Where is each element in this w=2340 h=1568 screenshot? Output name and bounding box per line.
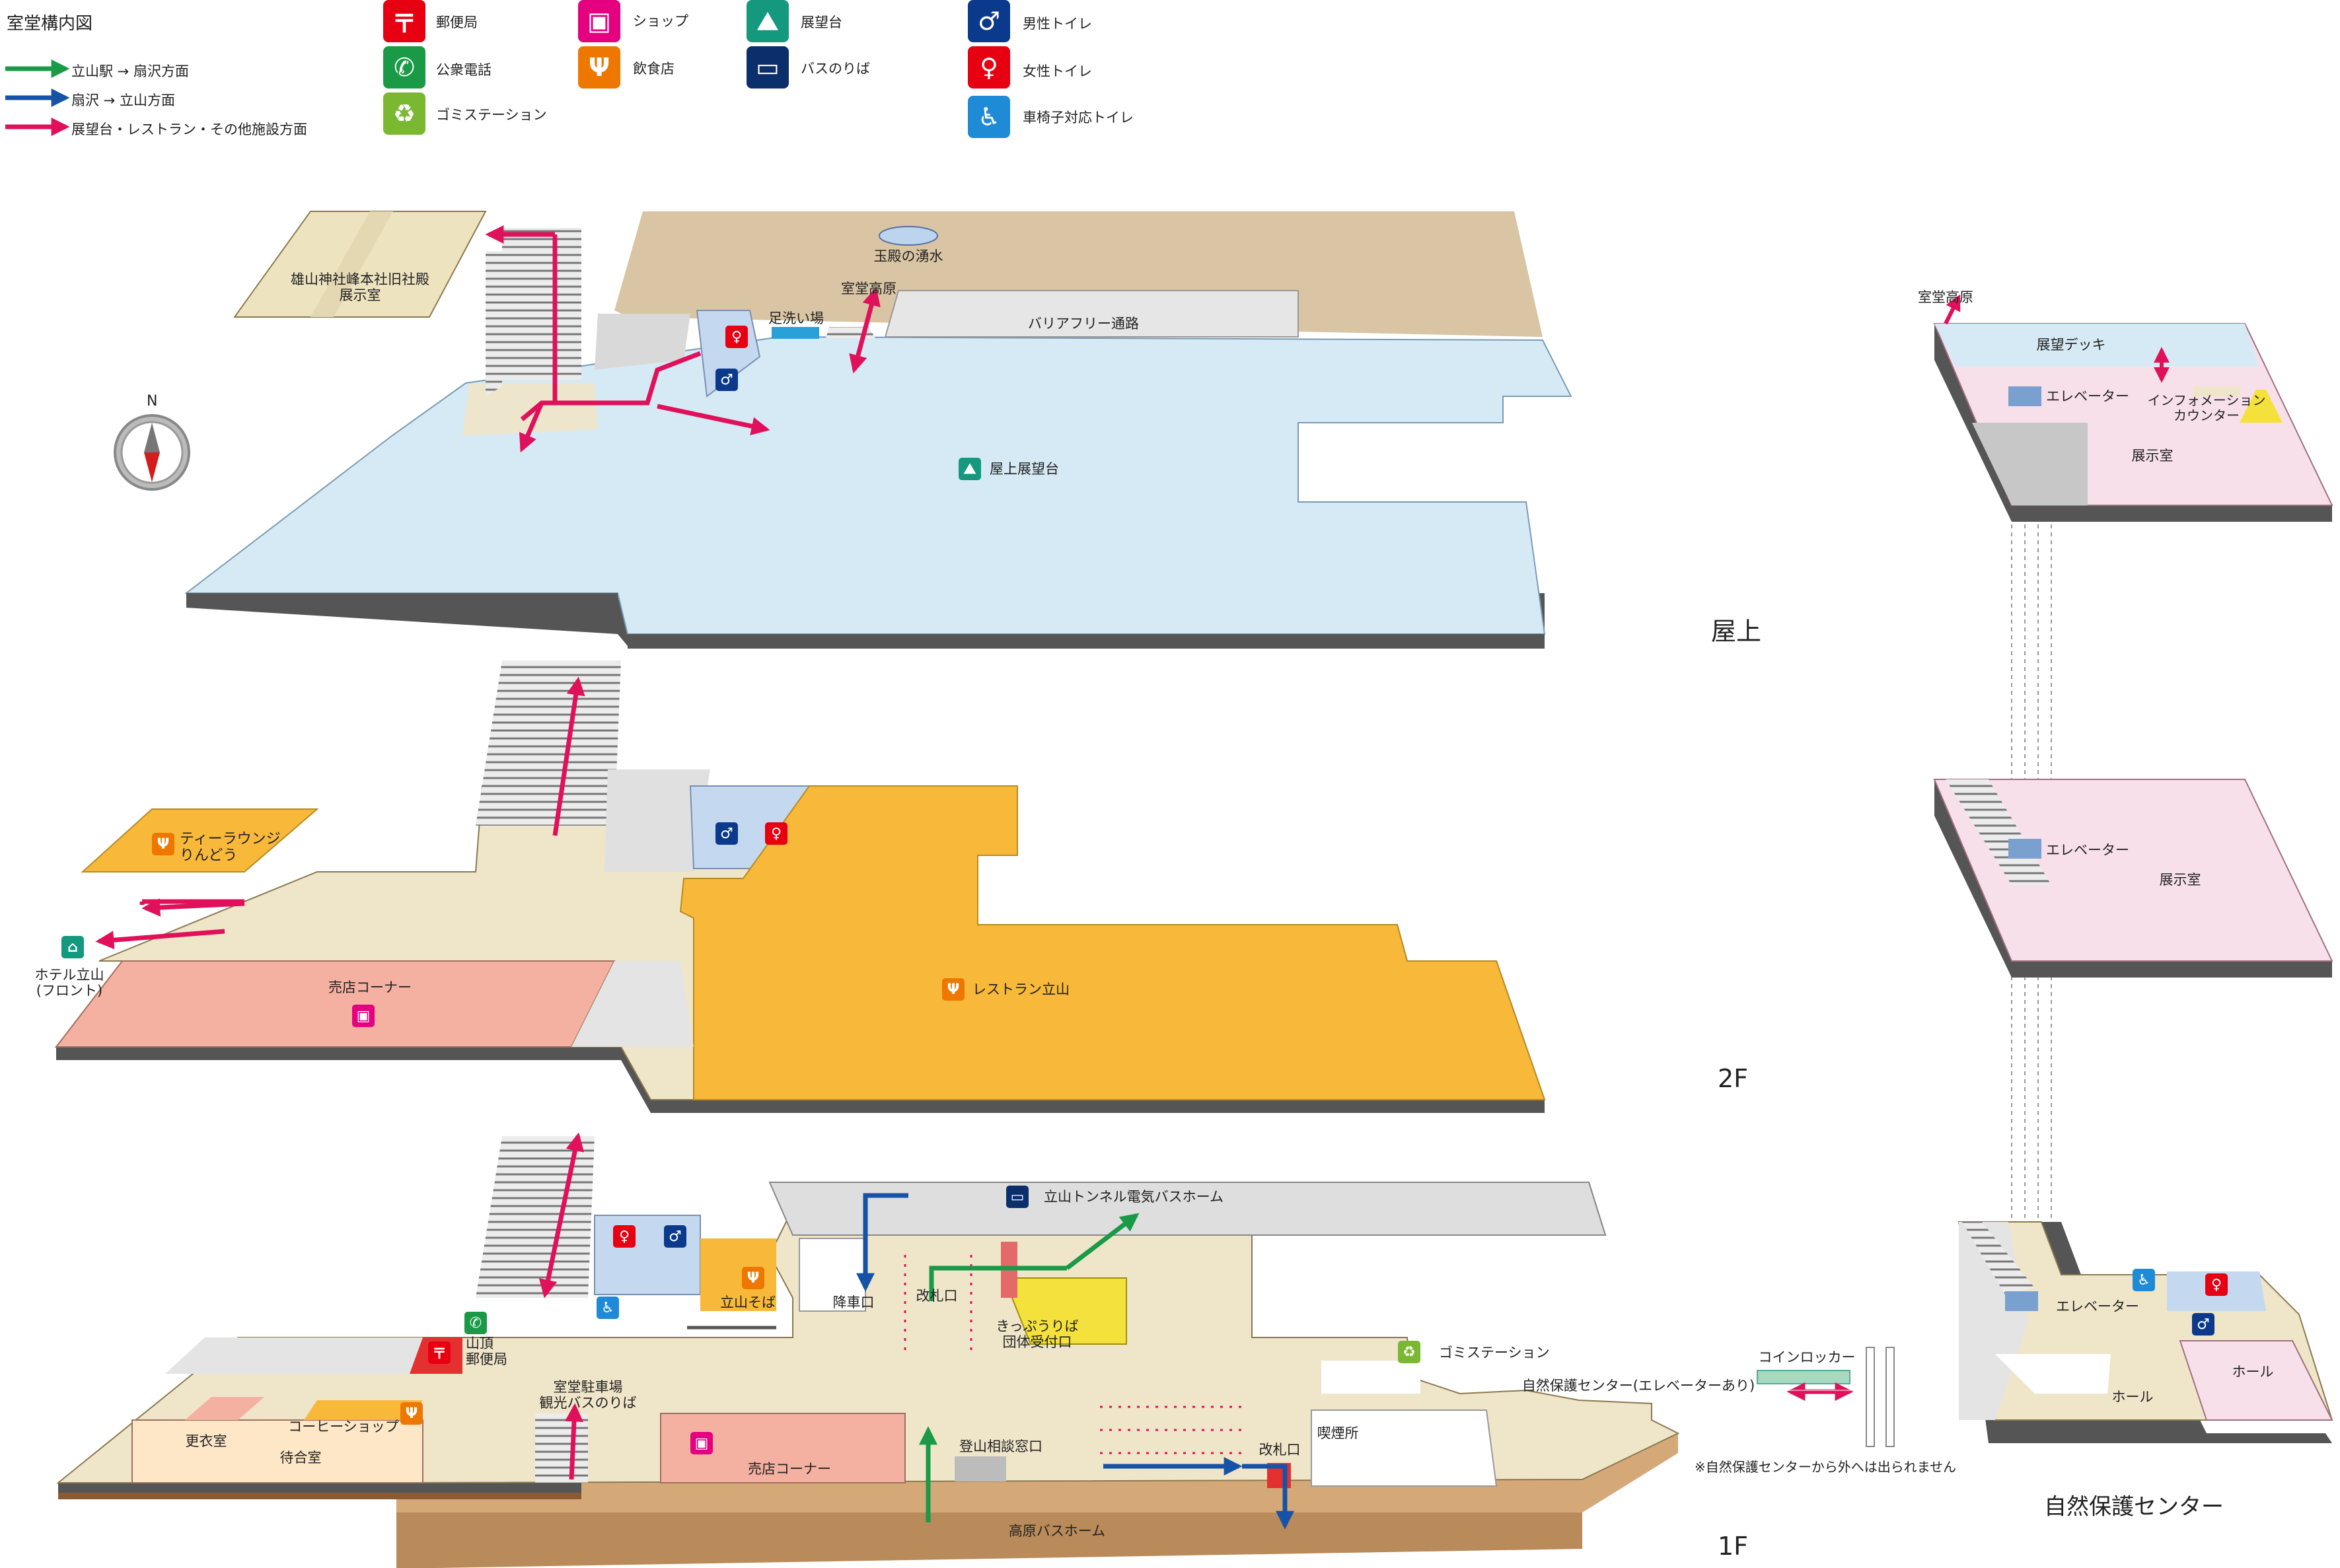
ticket-gate-2-label: 改札口 (1259, 1441, 1301, 1458)
legend-shop: ショップ (633, 13, 688, 29)
shrine-exhibit-label: 雄山神社峰本社旧社殿 展示室 (291, 271, 429, 303)
legend-phone: 公衆電話 (436, 62, 492, 78)
male-toilet-icon: ♂ (715, 822, 738, 845)
spring-label: 玉殿の湧水 (873, 248, 943, 264)
climbing-desk-label: 登山相談窓口 (959, 1438, 1042, 1454)
parking-bus-stop-label: 室堂駐車場 観光バスのりば (539, 1378, 637, 1411)
legend-route-green: 立山駅 → 扇沢方面 (71, 63, 189, 79)
post-office-icon: 〒 (428, 1341, 451, 1364)
dropoff-label: 降車口 (832, 1294, 875, 1310)
tea-lounge-label: ティーラウンジ りんどう (180, 831, 281, 865)
male-toilet-icon: ♂ (2192, 1313, 2214, 1336)
footwash-label: 足洗い場 (768, 310, 824, 326)
rooftop-floor-label: 屋上 (1711, 617, 1762, 646)
coffee-shop-label: コーヒーショップ (288, 1418, 399, 1435)
floor-1f-label: 1F (1718, 1532, 1749, 1561)
trash-icon: ♻ (383, 92, 425, 135)
smoking-area-label: 喫煙所 (1317, 1425, 1359, 1441)
ticket-gate-1-label: 改札口 (916, 1287, 958, 1304)
wheelchair-toilet-icon: ♿ (597, 1297, 619, 1319)
female-toilet-icon: ♀ (968, 46, 1010, 89)
post-office-icon: 〒 (383, 0, 425, 42)
bus-icon: ▭ (1006, 1186, 1029, 1208)
barrier-free-label: バリアフリー通路 (1028, 315, 1139, 332)
nature-center-title: 自然保護センター (2044, 1493, 2224, 1520)
restaurant-tateyama-label: レストラン立山 (972, 981, 1070, 997)
shop-corner-1f-label: 売店コーナー (748, 1460, 831, 1477)
rooftop-floor (184, 211, 1572, 649)
nc-mid-elevator-label: エレベーター (2046, 841, 2129, 858)
nc-top-elevator-label: エレベーター (2046, 388, 2129, 404)
compass-north-label: N (147, 393, 158, 410)
male-toilet-icon: ♂ (715, 369, 738, 391)
legend-male-toilet: 男性トイレ (1023, 16, 1092, 32)
hotel-icon: ⌂ (61, 936, 84, 958)
wheelchair-toilet-icon: ♿ (2133, 1269, 2155, 1291)
restaurant-icon: Ψ (152, 833, 174, 855)
waiting-room-label: 待合室 (279, 1449, 322, 1466)
nc-low-elevator-label: エレベーター (2056, 1298, 2139, 1314)
legend-bus: バスのりば (801, 61, 870, 77)
restaurant-icon: Ψ (400, 1402, 423, 1425)
plateau-label: 室堂高原 (841, 280, 896, 297)
nature-center-exit-note: ※自然保護センターから外へは出られません (1695, 1459, 1957, 1475)
male-toilet-icon: ♂ (968, 0, 1010, 42)
floor-2f-label: 2F (1718, 1064, 1749, 1093)
nature-center-drawing (1933, 294, 2333, 1443)
nc-deck-label: 展望デッキ (2036, 336, 2106, 353)
compass-icon (114, 414, 190, 491)
nature-center-link-label: 自然保護センター(エレベーターあり) (1521, 1377, 1755, 1394)
map-title: 室堂構内図 (7, 14, 93, 34)
legend-female-toilet: 女性トイレ (1023, 63, 1092, 79)
phone-icon: ✆ (383, 46, 425, 89)
post-office-label: 山頂 郵便局 (466, 1336, 507, 1368)
ticket-counter-label: きっぷうりば 団体受付口 (996, 1318, 1079, 1350)
locker-room-label: 更衣室 (185, 1433, 227, 1449)
female-toilet-icon: ♀ (725, 326, 748, 348)
tateyama-soba-label: 立山そば (720, 1294, 776, 1310)
trash-station-label: ゴミステーション (1439, 1345, 1550, 1361)
observatory-icon: ⛰ (959, 458, 981, 480)
bus-icon: ▭ (747, 46, 789, 89)
phone-icon: ✆ (464, 1312, 487, 1334)
legend-trash: ゴミステーション (436, 107, 547, 123)
legend-wheelchair-toilet: 車椅子対応トイレ (1023, 110, 1134, 125)
rooftop-deck-label: 屋上展望台 (990, 461, 1059, 477)
legend-restaurant: 飲食店 (633, 61, 675, 77)
wheelchair-toilet-icon: ♿ (968, 96, 1010, 138)
shop-icon: ▣ (578, 0, 620, 42)
tunnel-bus-home-label: 立山トンネル電気バスホーム (1044, 1189, 1224, 1205)
female-toilet-icon: ♀ (765, 822, 787, 845)
nc-hall-2-label: ホール (2232, 1363, 2274, 1380)
female-toilet-icon: ♀ (613, 1225, 636, 1248)
shop-icon: ▣ (690, 1432, 713, 1454)
nc-hall-1-label: ホール (2111, 1388, 2154, 1405)
legend-post-office: 郵便局 (436, 15, 478, 30)
nc-mid-exhibit-label: 展示室 (2159, 871, 2201, 888)
nc-top-exhibit-label: 展示室 (2131, 447, 2174, 464)
female-toilet-icon: ♀ (2205, 1273, 2228, 1296)
nc-plateau-label: 室堂高原 (1918, 289, 1973, 305)
trash-icon: ♻ (1398, 1341, 1420, 1363)
restaurant-icon: Ψ (742, 1267, 764, 1289)
male-toilet-icon: ♂ (664, 1225, 686, 1248)
shop-icon: ▣ (352, 1005, 375, 1027)
observatory-icon: ⛰ (747, 0, 789, 42)
floor-2f (54, 660, 1546, 1113)
nc-info-counter-label: インフォメーション カウンター (2147, 392, 2266, 423)
plateau-bus-home-label: 高原バスホーム (1008, 1522, 1106, 1539)
coin-locker-label: コインロッカー (1758, 1349, 1856, 1365)
legend-route-pink: 展望台・レストラン・その他施設方面 (71, 122, 307, 137)
shop-corner-2f-label: 売店コーナー (328, 979, 412, 995)
restaurant-icon: Ψ (578, 46, 620, 89)
legend-route-blue: 扇沢 → 立山方面 (71, 92, 175, 108)
hotel-label: ホテル立山 (フロント) (34, 966, 104, 999)
restaurant-icon: Ψ (942, 978, 965, 1001)
legend-route-lines (5, 59, 70, 136)
legend-observatory: 展望台 (801, 15, 842, 30)
floor-1f (56, 1132, 1909, 1568)
